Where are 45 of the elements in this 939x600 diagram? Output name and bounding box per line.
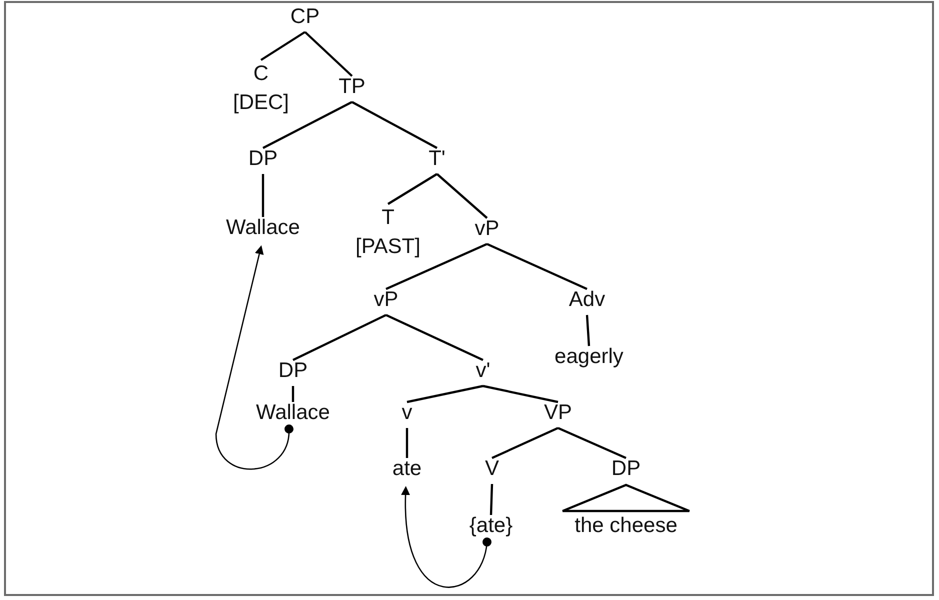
feature-label: [DEC] [233,90,289,116]
branch-line [406,428,408,458]
branch-line [387,173,438,205]
tree-node-label: vP [474,217,500,241]
branch-line [262,101,352,149]
feature-label: [PAST] [356,234,420,260]
tree-node-label: the cheese [574,514,678,538]
movement-arrow [215,245,294,470]
branch-line [406,384,484,404]
branch-line [292,386,294,402]
tree-node-label: DP [278,359,308,383]
tree-node-label: VP [544,401,572,425]
tree-node-label: v [402,401,412,425]
branch-line [436,173,488,219]
category-label: T [382,205,394,231]
branch-line [558,427,626,459]
tree-node-label: ate [392,457,422,481]
branch-line [386,314,484,361]
branch-line [492,427,558,459]
branch-line [490,484,494,516]
tree-node-label: T' [428,147,446,171]
category-label: C [253,61,269,87]
branch-line [386,243,488,290]
branch-line [351,101,438,149]
branch-line [260,31,306,61]
branch-line [482,384,558,404]
tree-node-label: DP [248,147,278,171]
branch-line [304,31,353,77]
tree-node-label: Wallace [226,216,300,240]
tree-node-label: v' [476,359,490,383]
tree-node-label: vP [374,288,398,312]
tree-node-label: TP [338,75,366,99]
branch-line [586,314,590,346]
tree-node-label: Wallace [256,401,330,425]
tree-node-label: DP [611,457,641,481]
tree-node-label: eagerly [554,345,624,369]
branch-line [262,174,264,217]
branch-line [292,314,386,361]
tree-node-label: {ate} [469,514,513,538]
tree-node-label: Adv [568,288,606,312]
triangle-branch [562,484,690,512]
branch-line [486,243,588,290]
tree-node-label: CP [290,5,320,29]
movement-arrow [401,486,492,588]
tree-node-label: V [485,457,499,481]
